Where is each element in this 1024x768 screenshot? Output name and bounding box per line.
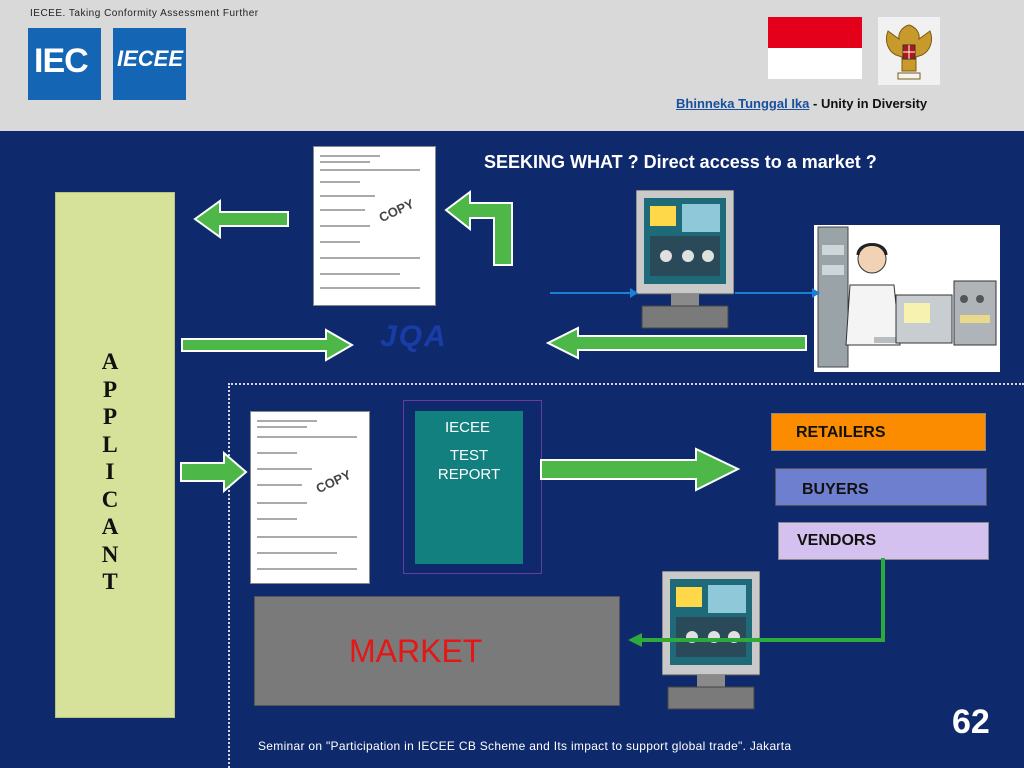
vendors-to-market-arrowhead bbox=[628, 633, 642, 647]
connector-arrowhead-1 bbox=[630, 288, 638, 298]
page-number: 62 bbox=[952, 703, 990, 742]
arrow-left-to-applicant bbox=[195, 201, 288, 237]
arrow-right-to-buyers bbox=[541, 449, 738, 490]
connector-arrowhead-2 bbox=[812, 288, 820, 298]
arrow-bent-up-left bbox=[446, 192, 512, 265]
vendors-to-market-line bbox=[640, 558, 883, 640]
arrow-left-to-jqa bbox=[548, 328, 806, 358]
arrow-right-to-jqa bbox=[182, 330, 352, 360]
footer-text: Seminar on "Participation in IECEE CB Sc… bbox=[258, 739, 791, 753]
arrow-right-to-report bbox=[181, 453, 246, 491]
